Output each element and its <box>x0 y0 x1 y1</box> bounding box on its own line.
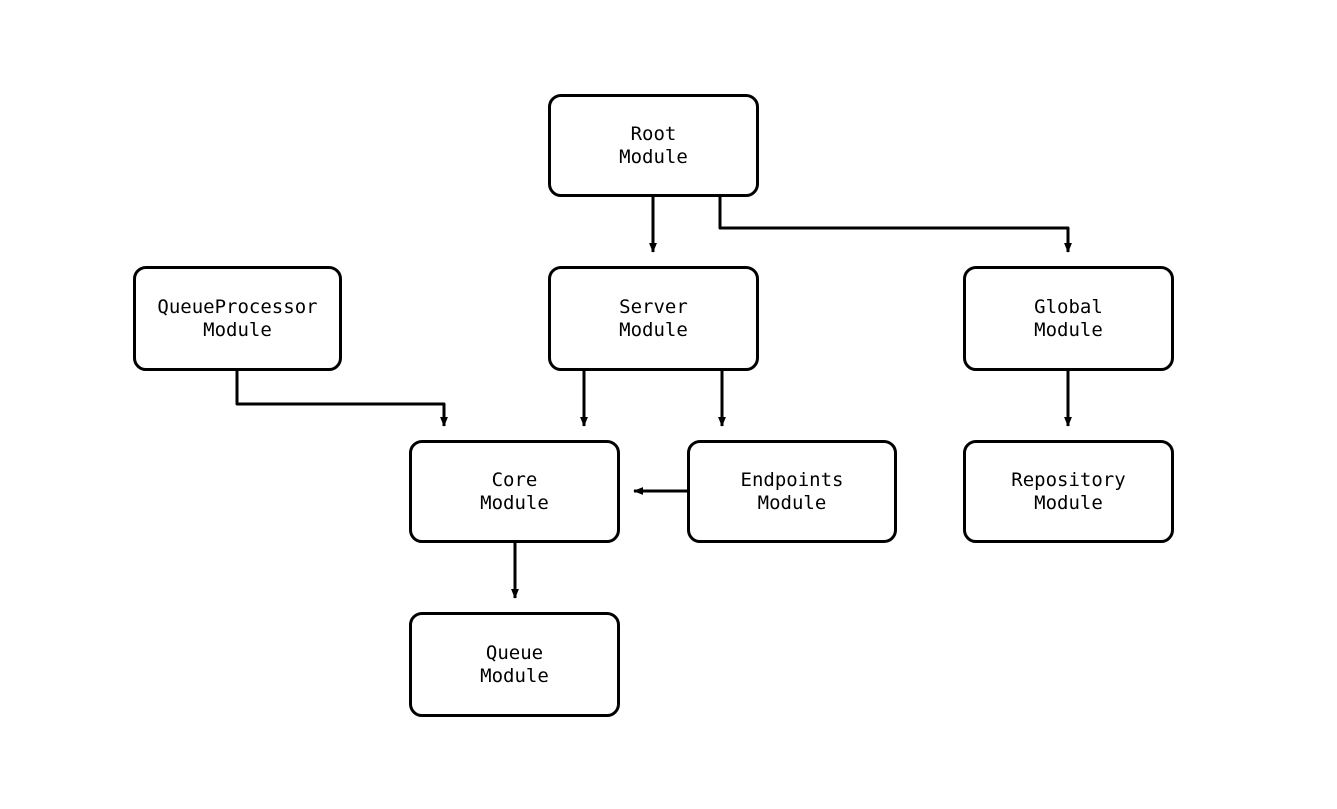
node-global-module-label: Global Module <box>1034 295 1103 341</box>
node-queue-module-label: Queue Module <box>480 641 549 687</box>
edge-queueprocessor-to-core <box>235 371 448 427</box>
node-repository-module[interactable]: Repository Module <box>963 440 1174 543</box>
node-repository-module-label: Repository Module <box>1011 468 1126 514</box>
node-queue-module[interactable]: Queue Module <box>409 612 620 717</box>
node-endpoints-module[interactable]: Endpoints Module <box>687 440 897 543</box>
node-endpoints-module-label: Endpoints Module <box>740 468 844 514</box>
edge-root-to-global <box>718 197 1072 253</box>
node-root-module[interactable]: Root Module <box>548 94 759 197</box>
node-queueprocessor-module-label: QueueProcessor Module <box>157 295 318 341</box>
node-global-module[interactable]: Global Module <box>963 266 1174 371</box>
node-queueprocessor-module[interactable]: QueueProcessor Module <box>133 266 342 371</box>
node-core-module-label: Core Module <box>480 468 549 514</box>
node-server-module-label: Server Module <box>619 295 688 341</box>
node-root-module-label: Root Module <box>619 122 688 168</box>
node-server-module[interactable]: Server Module <box>548 266 759 371</box>
node-core-module[interactable]: Core Module <box>409 440 620 543</box>
